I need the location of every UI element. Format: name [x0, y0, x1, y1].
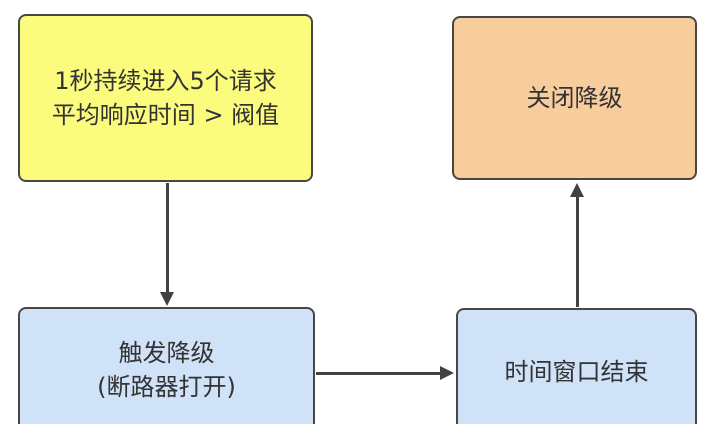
node-time-window-end: 时间窗口结束 [456, 308, 697, 424]
node-trigger-downgrade: 触发降级 (断路器打开) [18, 307, 315, 424]
node-condition-line2: 平均响应时间 > 阀值 [51, 101, 280, 129]
arrowhead-up-icon [570, 183, 584, 197]
node-close-downgrade: 关闭降级 [452, 16, 697, 180]
node-condition: 1秒持续进入5个请求 平均响应时间 > 阀值 [18, 14, 313, 182]
arrowhead-down-icon [160, 292, 174, 306]
node-condition-line1: 1秒持续进入5个请求 [54, 67, 277, 95]
arrow-line [166, 183, 169, 294]
arrowhead-right-icon [440, 366, 454, 380]
node-time-window-end-label: 时间窗口结束 [504, 358, 649, 386]
arrow-line [316, 372, 442, 375]
arrow-line [576, 196, 579, 307]
node-close-downgrade-label: 关闭降级 [526, 84, 623, 112]
node-trigger-downgrade-line2: (断路器打开) [97, 373, 236, 401]
node-trigger-downgrade-line1: 触发降级 [118, 339, 215, 367]
